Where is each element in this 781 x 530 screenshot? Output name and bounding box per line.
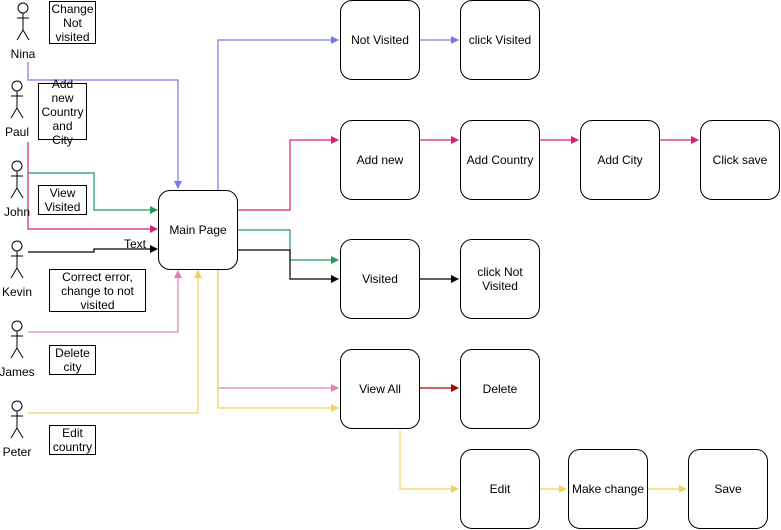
edge-main-visited-green (238, 229, 339, 264)
note-john: View Visited (38, 185, 87, 215)
edge-view-all-edit (399, 430, 459, 493)
box-edit: Edit (460, 449, 540, 529)
box-click-visited: click Visited (460, 0, 540, 80)
note-james: Delete city (49, 345, 96, 375)
actor-john-figure-icon (10, 160, 24, 199)
edge-main-view-all-pink (217, 270, 339, 392)
box-make-change: Make change (568, 449, 648, 529)
edge-john-main (28, 172, 158, 214)
note-nina: Change Not visited (49, 1, 96, 44)
actor-paul-figure-icon (10, 80, 24, 119)
actor-james-figure-icon (10, 320, 24, 359)
box-not-visited: Not Visited (340, 0, 420, 80)
actor-kevin-figure-icon (10, 240, 24, 279)
edge-nina-main (27, 62, 182, 189)
actor-peter-figure-icon (10, 400, 24, 439)
note-kevin: Correct error, change to not visited (49, 269, 146, 312)
box-view-all: View All (340, 349, 420, 429)
edge-label-text: Text (124, 237, 147, 251)
box-main-page: Main Page (158, 190, 238, 270)
edge-paul-main (27, 142, 158, 233)
note-paul: Add new Country and City (38, 77, 87, 147)
edge-kevin-main (28, 245, 158, 253)
edge-main-add-new (238, 136, 339, 211)
edge-main-not-visited (217, 36, 339, 190)
note-peter: Edit country (49, 425, 96, 455)
box-delete: Delete (460, 349, 540, 429)
box-click-save: Click save (700, 120, 780, 200)
actor-label-kevin: Kevin (1, 285, 33, 299)
edge-james-main (28, 270, 182, 333)
actor-label-nina: Nina (10, 47, 36, 61)
edge-peter-main (28, 270, 202, 414)
edge-main-visited-black (238, 249, 339, 283)
actor-label-james: James (0, 365, 35, 379)
actor-nina-figure-icon (16, 2, 30, 41)
box-visited: Visited (340, 239, 420, 319)
box-click-not-visited: click Not Visited (460, 239, 540, 319)
box-add-new: Add new (340, 120, 420, 200)
box-add-city: Add City (580, 120, 660, 200)
box-save: Save (688, 449, 768, 529)
box-add-country: Add Country (460, 120, 540, 200)
edge-main-view-all-yellow (217, 270, 339, 412)
actor-label-john: John (3, 205, 31, 219)
actor-label-paul: Paul (4, 125, 30, 139)
actor-label-peter: Peter (2, 445, 32, 459)
